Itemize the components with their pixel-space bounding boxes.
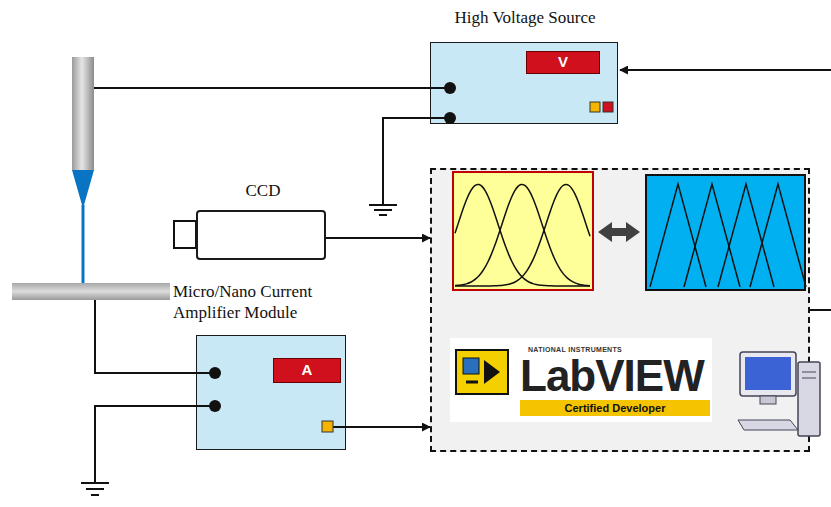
computer-icon <box>738 352 820 436</box>
gaussian-curve <box>455 184 590 286</box>
voltage-display: V <box>526 51 600 74</box>
double-arrow <box>598 222 640 242</box>
triangle-curve <box>684 184 740 287</box>
signal-arrow <box>326 237 430 239</box>
jet <box>82 205 85 283</box>
wire <box>94 87 440 89</box>
logo-text: LabVIEW <box>520 354 716 398</box>
display-symbol: V <box>527 52 599 73</box>
camera-lens <box>174 221 196 248</box>
nozzle <box>72 57 94 170</box>
current-display: A <box>273 358 341 383</box>
power-supply-box: VHigh Voltage Source <box>430 42 618 124</box>
signal-arrow <box>346 426 430 428</box>
taylor-cone <box>72 170 94 205</box>
terminal <box>209 82 456 412</box>
substrate <box>12 283 170 300</box>
gaussian-curves <box>455 184 590 286</box>
feedback-wire <box>810 309 831 311</box>
device-title: CCD <box>198 180 328 201</box>
control-unit: NATIONAL INSTRUMENTSLabVIEW Certified Dev… <box>430 168 810 452</box>
feedback-wire <box>620 69 831 71</box>
fuzzy-membership-panel <box>453 172 593 290</box>
labview-icon <box>456 350 508 394</box>
wire <box>95 406 205 482</box>
logo-ground <box>450 338 712 422</box>
fuzzy-rule-panel <box>646 175 805 290</box>
indicator <box>603 102 613 112</box>
display-symbol: A <box>274 359 340 382</box>
triangle-curve <box>750 184 806 287</box>
gaussian-curve <box>455 184 590 286</box>
amplifier-box: AMicro/Nano Current Amplifier Module <box>196 335 346 450</box>
triangle-curve <box>718 184 774 287</box>
device-title: High Voltage Source <box>401 7 649 28</box>
output-port <box>322 421 333 432</box>
wire <box>196 88 450 427</box>
indicator <box>590 102 600 112</box>
camera-body: CCD <box>196 210 326 260</box>
certification-band: Certified Developer <box>520 400 710 416</box>
ground-symbol <box>81 483 109 495</box>
ground-symbol <box>369 205 397 215</box>
triangular-curves <box>650 184 806 287</box>
brand-text: NATIONAL INSTRUMENTS <box>528 346 708 353</box>
device-title: Micro/Nano Current Amplifier Module <box>173 281 363 324</box>
triangle-curve <box>650 184 706 287</box>
gaussian-curve <box>455 184 590 285</box>
